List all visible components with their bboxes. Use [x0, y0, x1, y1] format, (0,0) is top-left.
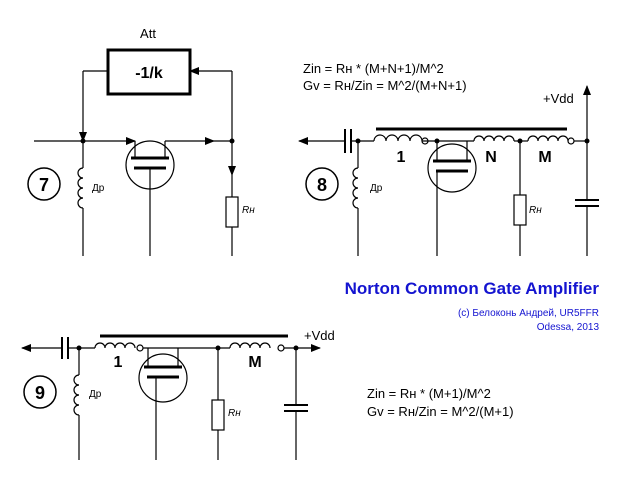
fig9-winding-m [229, 342, 271, 349]
figure-8-number: 8 [317, 175, 327, 195]
fig9-choke-coil [73, 374, 80, 416]
fig9-winding-1-label: 1 [114, 354, 123, 371]
fig9-winding-m-label: M [248, 354, 261, 371]
fig8-resistor-label: Rн [529, 205, 542, 216]
fig8-winding-1 [373, 134, 423, 142]
diagram-title: Norton Common Gate Amplifier [345, 279, 600, 298]
fig8-winding-1-label: 1 [397, 149, 406, 166]
figure-9-badge [23, 375, 57, 409]
credit-author: (c) Белоконь Андрей, UR5FFR [458, 308, 599, 319]
fig8-winding-n-label: N [485, 149, 497, 166]
fig9-load-resistor [211, 399, 225, 431]
figure-9-number: 9 [35, 383, 45, 403]
figure-8-circuit [298, 85, 599, 256]
fig8-choke-coil [352, 167, 359, 209]
fig8-choke-label: Др [370, 183, 383, 194]
fig9-choke-label: Др [89, 389, 102, 400]
load-resistor [225, 196, 239, 228]
fig9-fet-circle [138, 353, 188, 403]
figure-7-badge [27, 167, 61, 201]
fig9-formula-gv: Gv = Rн/Zin = M^2/(M+1) [367, 404, 514, 419]
credit-location: Odessa, 2013 [537, 322, 600, 333]
fig8-formula-zin: Zin = Rн * (M+N+1)/M^2 [303, 61, 444, 76]
fig8-winding-n [473, 135, 515, 142]
figure-8-badge [305, 167, 339, 201]
fig8-winding-m [527, 135, 569, 142]
fig8-fet-circle [427, 143, 477, 193]
fig9-vdd-label: +Vdd [304, 328, 335, 343]
att-label: Att [140, 26, 156, 41]
fig9-formula-zin: Zin = Rн * (M+1)/M^2 [367, 386, 491, 401]
fig7-resistor-label: Rн [242, 205, 255, 216]
fig8-winding-m-label: M [538, 149, 551, 166]
fig7-choke-label: Др [92, 183, 105, 194]
attenuator-box [106, 48, 192, 96]
fig8-vdd-label: +Vdd [543, 91, 574, 106]
figure-9-circuit [21, 334, 321, 460]
fig9-winding-1 [94, 342, 136, 349]
figure-7-number: 7 [39, 175, 49, 195]
fig8-load-resistor [513, 194, 527, 226]
choke-coil [77, 167, 84, 209]
fig9-resistor-label: Rн [228, 408, 241, 419]
fig8-formula-gv: Gv = Rн/Zin = M^2/(M+N+1) [303, 78, 467, 93]
att-box-label: -1/k [135, 65, 163, 82]
figure-7-circuit [27, 48, 239, 256]
